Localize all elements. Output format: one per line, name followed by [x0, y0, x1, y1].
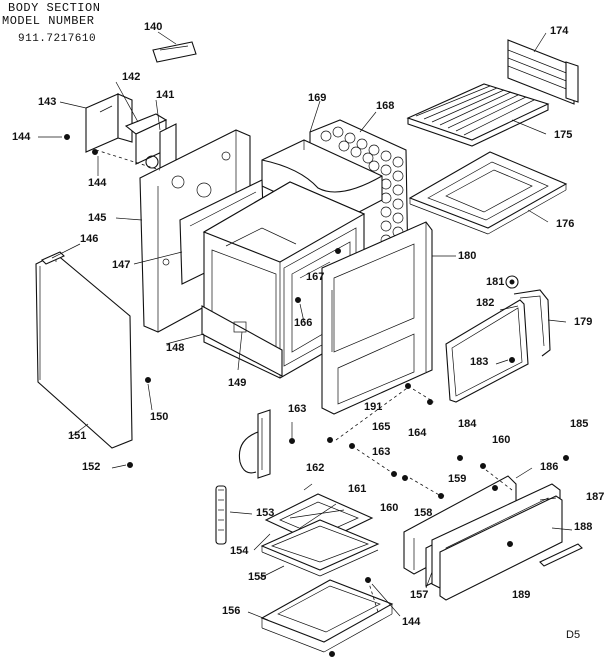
label-157: 157: [410, 589, 429, 601]
label-143: 143: [38, 96, 57, 108]
label-183: 183: [470, 356, 489, 368]
dashed-alignment-lines: [95, 149, 513, 613]
label-186: 186: [540, 461, 559, 473]
part-162-latch: [238, 409, 271, 479]
label-164: 164: [408, 427, 427, 439]
label-153: 153: [256, 507, 275, 519]
label-158: 158: [414, 507, 433, 519]
header-model-number: 911.7217610: [18, 33, 97, 45]
label-150: 150: [150, 411, 169, 423]
label-189: 189: [512, 589, 531, 601]
part-143-bracket: [85, 93, 133, 153]
label-152: 152: [82, 461, 101, 473]
header-title: BODY SECTION: [8, 1, 101, 15]
part-149-lower-housing: [201, 305, 283, 377]
part-182-gasket: [445, 299, 529, 403]
label-176: 176: [556, 218, 575, 230]
header-model-label: MODEL NUMBER: [2, 14, 95, 28]
part-180-front-frame: [321, 221, 433, 415]
label-166: 166: [294, 317, 313, 329]
label-145: 145: [88, 212, 107, 224]
label-168: 168: [376, 100, 395, 112]
label-160-left: 160: [380, 502, 399, 514]
label-175: 175: [554, 129, 573, 141]
label-185: 185: [570, 418, 589, 430]
label-182: 182: [476, 297, 495, 309]
label-144-bottom: 144: [402, 616, 421, 628]
label-147: 147: [112, 259, 131, 271]
part-151-side-panel: [35, 251, 133, 449]
label-146: 146: [80, 233, 99, 245]
part-176-tray: [408, 151, 568, 235]
label-169: 169: [308, 92, 327, 104]
label-179: 179: [574, 316, 593, 328]
label-163-right: 163: [372, 446, 391, 458]
label-174: 174: [550, 25, 569, 37]
label-188: 188: [574, 521, 593, 533]
part-142-bracket: [124, 113, 168, 165]
leader-lines: [38, 31, 573, 621]
label-155: 155: [248, 571, 267, 583]
label-149: 149: [228, 377, 247, 389]
label-161: 161: [348, 483, 367, 495]
label-167: 167: [306, 271, 325, 283]
part-156-drawer: [260, 579, 394, 653]
part-174-panel: [507, 39, 579, 105]
label-140: 140: [144, 21, 163, 33]
label-184: 184: [458, 418, 477, 430]
label-187: 187: [586, 491, 605, 503]
label-159: 159: [448, 473, 467, 485]
part-140-bracket: [152, 41, 197, 63]
part-155-broiler-pan: [260, 519, 380, 577]
part-175-oven-rack: [406, 83, 550, 147]
label-142: 142: [122, 71, 141, 83]
label-181: 181: [486, 276, 505, 288]
label-162: 162: [306, 462, 325, 474]
label-180: 180: [458, 250, 477, 262]
part-189-strip: [539, 543, 583, 567]
label-144-mid: 144: [88, 177, 107, 189]
label-163-top: 163: [288, 403, 307, 415]
label-154: 154: [230, 545, 249, 557]
part-181-knob: [505, 275, 519, 289]
page-code: D5: [566, 629, 581, 641]
part-179-gasket: [513, 289, 551, 357]
label-160-right: 160: [492, 434, 511, 446]
label-141: 141: [156, 89, 175, 101]
part-153-handle: [215, 485, 227, 545]
label-156: 156: [222, 605, 241, 617]
label-148: 148: [166, 342, 185, 354]
label-144-top: 144: [12, 131, 31, 143]
label-165: 165: [372, 421, 391, 433]
label-151: 151: [68, 430, 87, 442]
part-189-door-panel: [439, 495, 563, 601]
label-191: 191: [364, 401, 383, 413]
